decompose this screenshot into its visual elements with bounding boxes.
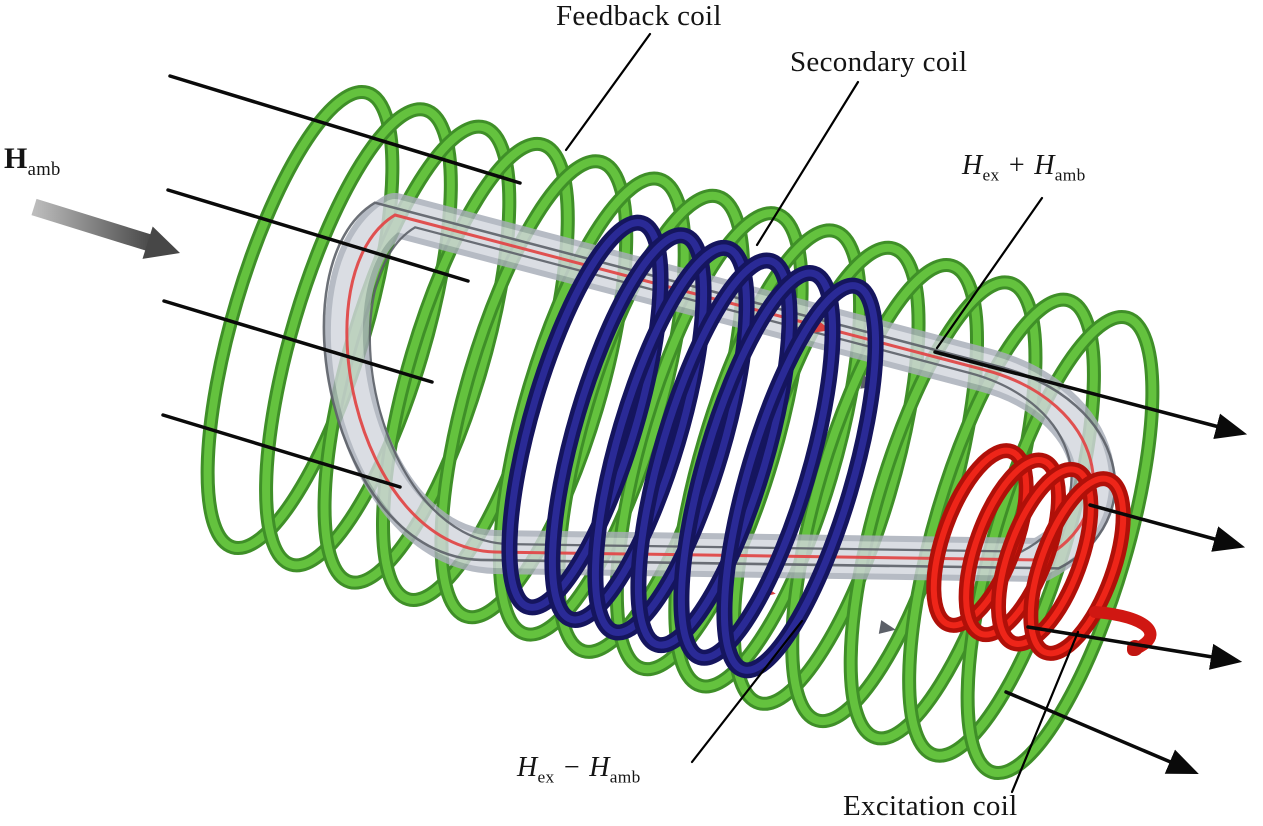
hamb-bold-symbol: H [4, 142, 28, 175]
hex-symbol-lower: H [517, 752, 538, 783]
plus-operator: + [1001, 150, 1033, 181]
excitation-coil-turn [995, 466, 1094, 647]
excitation-coil-turn [1027, 475, 1127, 657]
secondary-coil-turn [634, 256, 794, 649]
minus-operator: − [556, 752, 588, 783]
field-lines [161, 74, 1248, 775]
label-upper-branch-field: Hex + Hamb [962, 150, 1086, 186]
leader-secondary-coil [755, 80, 860, 247]
field-line-exit-2 [1088, 503, 1246, 552]
label-secondary-coil: Secondary coil [790, 46, 967, 79]
hamb-subscript: amb [1054, 165, 1086, 185]
flux-arrow-gray-lower [878, 620, 896, 634]
hamb-symbol-lower: H [589, 752, 610, 783]
ambient-field-arrow [31, 198, 180, 259]
leader-upper-branch-field [935, 196, 1044, 350]
field-line-entry-4 [161, 413, 402, 489]
label-feedback-coil-text: Feedback coil [556, 0, 722, 32]
field-line-entry-2 [166, 188, 470, 283]
field-line-exit-1 [933, 350, 1248, 439]
secondary-coil-turn [548, 231, 708, 624]
hex-symbol: H [962, 150, 983, 181]
leader-excitation-coil [1010, 630, 1080, 794]
field-line-entry-3 [162, 299, 434, 384]
field-line-exit-4 [1004, 690, 1199, 775]
secondary-coil-turn [505, 219, 665, 611]
feedback-coil-turn [846, 278, 1040, 743]
feedback-coil-turn [262, 105, 455, 570]
secondary-coil-turn [591, 244, 751, 637]
hamb-bold-subscript: amb [27, 159, 61, 180]
leader-lower-branch-field [690, 619, 804, 764]
hamb-symbol: H [1034, 150, 1055, 181]
label-excitation-coil-text: Excitation coil [843, 790, 1018, 822]
label-feedback-coil: Feedback coil [556, 0, 722, 33]
excitation-coil [926, 443, 1131, 661]
hex-subscript-lower: ex [537, 767, 555, 787]
field-line-exit-3 [1026, 625, 1243, 670]
feedback-coil-turn [437, 157, 631, 622]
secondary-coil-turn [677, 269, 837, 662]
hamb-subscript-lower: amb [609, 767, 641, 787]
secondary-coil [501, 214, 884, 679]
feedback-coil-turn [495, 174, 689, 639]
hex-subscript: ex [982, 165, 1000, 185]
secondary-coil-turn [720, 282, 880, 674]
label-secondary-coil-text: Secondary coil [790, 46, 968, 78]
leader-lines [564, 32, 1080, 794]
label-ambient-field: Hamb [4, 142, 61, 181]
label-lower-branch-field: Hex − Hamb [517, 752, 641, 788]
label-excitation-coil: Excitation coil [843, 790, 1017, 823]
field-line-entry-1 [168, 74, 522, 185]
leader-feedback-coil [564, 32, 652, 152]
